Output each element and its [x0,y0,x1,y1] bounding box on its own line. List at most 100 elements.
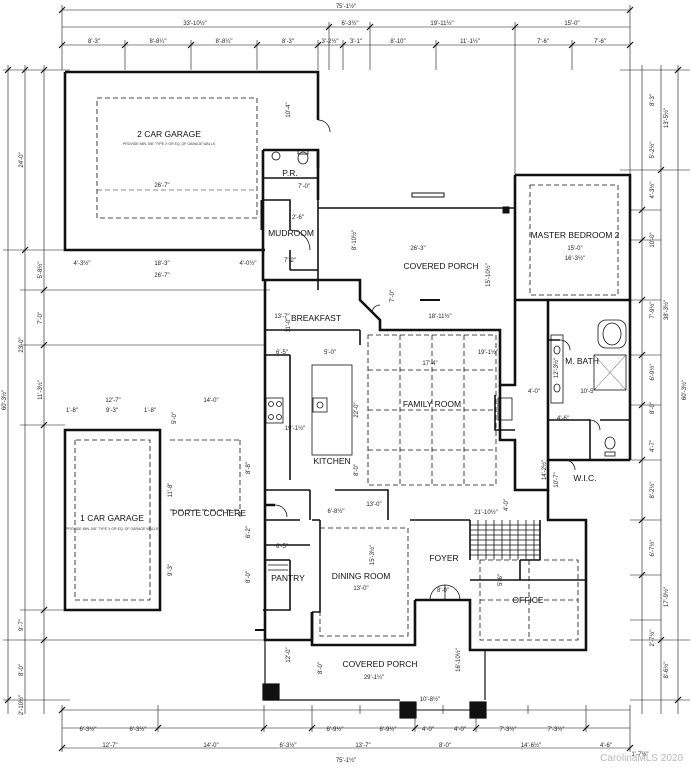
dim-inner: 12'-0" [286,647,292,662]
dim-inner: 5'-0" [172,412,178,424]
dim-inner: 4'-0" [504,499,510,511]
dim-top-row2: 15'-0" [564,21,579,27]
dim-top-row2: 19'-11½" [430,20,453,27]
dim-bottom-row2: 6'-3½" [280,742,297,749]
dim-inner: 1'-8" [144,408,156,414]
dims-left: 60'-3½" 24'-0" 23'-0" 11'-3½" 5'-8½" 7'-… [1,152,44,715]
dim-inner: 9'-3" [106,408,118,414]
dim-inner: 5'-0" [324,350,336,356]
dim-right-col3: 8'-2½" [649,482,656,499]
dim-right-col3: 7'-9½" [649,302,656,319]
dim-inner: 2'-6" [292,215,304,221]
dim-inner: 8'-0" [437,588,449,594]
dim-right-col3: 2'-7½" [649,630,656,647]
dim-bottom-row1: 4'-0" [454,727,466,733]
ceiling-dashes [74,97,619,641]
dim-inner: 4'-3½" [74,260,91,267]
dim-inner: 26'-3" [410,246,425,252]
dim-inner: 6'-8½" [328,508,345,515]
dim-inner: 18'-11½" [428,313,451,320]
room-foyer: FOYER [429,553,458,563]
dim-inner: 13'-0" [353,586,368,592]
dim-top-row3: 8'-8¼" [216,39,233,45]
dim-bottom-row1: 7'-3½" [500,726,517,733]
dim-inner: 15'-0" [567,246,582,252]
dim-inner: 6'-2" [246,526,252,538]
dim-right-col2: 13'-5½" [663,108,670,128]
dim-inner: 13'-0" [366,502,381,508]
dim-inner: 26'-7" [154,273,169,279]
dim-bottom-row2: 14'-0" [203,743,218,749]
room-wic: W.I.C. [573,473,596,483]
dim-bottom-row1: 6'-9½" [380,726,397,733]
dim-bottom-row1: 6'-3½" [130,726,147,733]
dim-inner: 8'-0" [318,662,324,674]
dim-left-col2: 11'-3½" [37,380,44,400]
dim-inner: 19'-1½" [285,425,305,432]
room-covered-porch-top: COVERED PORCH [403,261,478,271]
watermark: CarolinaMLS 2020 [600,753,683,764]
dim-inner: 16'-10½" [455,648,462,672]
dim-right-col2: 38'-3½" [663,300,670,320]
dim-inner: 21'-10½" [474,509,498,516]
room-dining: DINING ROOM [332,571,391,581]
dim-bottom-overall: 75'-1½" [336,757,356,764]
dim-left-col2: 24'-0" [19,152,25,167]
dim-top-row3: 7'-6" [537,39,549,45]
room-garage1: 1 CAR GARAGE [80,513,144,523]
dimension-lines [3,5,690,752]
dim-inner: 14'-0" [203,398,218,404]
dim-top-row3: 11'-1½" [460,38,480,45]
room-pr: P.R. [282,168,297,178]
room-garage2-note: PROVIDE MIN. 5/8" TYPE X OR EQ. OF GARAG… [123,142,216,146]
dim-inner: 1'-8" [66,408,78,414]
dim-inner: 11'-0" [286,318,292,333]
dim-inner: 15'-10½" [485,263,492,287]
dim-inner: 10'-4" [286,102,292,117]
dim-inner: 10'-7" [554,472,560,487]
dim-left-col3: 5'-8½" [37,262,44,279]
interior-walls [263,177,630,613]
dim-inner: 11'-8" [168,483,174,498]
dim-top-row3: 8'-3" [88,39,100,45]
dim-inner: 8'-0" [246,571,252,583]
dim-inner: 7'-0" [390,290,396,302]
dim-bottom-row2: 8'-0" [439,743,451,749]
dim-inner: 5'-6" [498,574,504,586]
room-breakfast: BREAKFAST [291,313,341,323]
dim-inner: 12'-3½" [553,358,560,378]
dims-bottom: 6'-3½" 6'-3½" 6'-9½" 6'-9½" 4'-0" 4'-0" … [80,726,649,764]
dim-inner: 4'-6" [557,416,569,422]
room-office: OFFICE [512,595,543,605]
dim-inner: 7'-0" [298,184,310,190]
dim-top-row2: 6'-3½" [342,20,359,27]
dim-inner: 9'-3" [168,564,174,576]
room-porte-cochere: PORTE COCHERE [172,508,246,518]
dim-right-col3: 4'-3½" [649,182,656,199]
dim-inner: 26'-7" [154,183,169,189]
dim-right-col2: 8'-6½" [663,662,670,679]
room-mudroom: MUDROOM [268,228,314,238]
dim-inner: 7'-2" [284,258,296,264]
dim-left-col3: 2'-10½" [18,695,25,715]
dim-left-col3: 8'-0" [19,664,25,676]
dim-top-row3: 7'-6" [594,39,606,45]
dim-inner: 8'-8" [246,462,252,474]
dim-bottom-row1: 7'-3½" [548,726,565,733]
dim-bottom-row2: 12'-7" [102,743,117,749]
dim-left-col3: 9'-7" [19,619,25,631]
dim-top-row3: 3'-2½" [322,38,339,45]
dim-right-col3: 10'-0" [650,232,656,247]
dim-inner: 22'-0" [354,402,360,417]
dim-right-col3: 17'-9½" [663,587,670,607]
dim-right-col3: 8'-3" [650,94,656,106]
dim-inner: 10'-5" [580,389,595,395]
room-pantry: PANTRY [271,573,305,583]
room-master-bedroom: MASTER BEDROOM 2 [531,230,620,240]
room-labels: 2 CAR GARAGE PROVIDE MIN. 5/8" TYPE X OR… [66,129,620,669]
dim-bottom-row1: 4'-0" [422,727,434,733]
dims-right: 60'-3½" 13'-5½" 38'-3½" 8'-6½" 8'-3" 5'-… [649,94,688,678]
dim-left-col2: 23'-0" [19,337,25,352]
dim-top-row3: 8'-3" [282,39,294,45]
